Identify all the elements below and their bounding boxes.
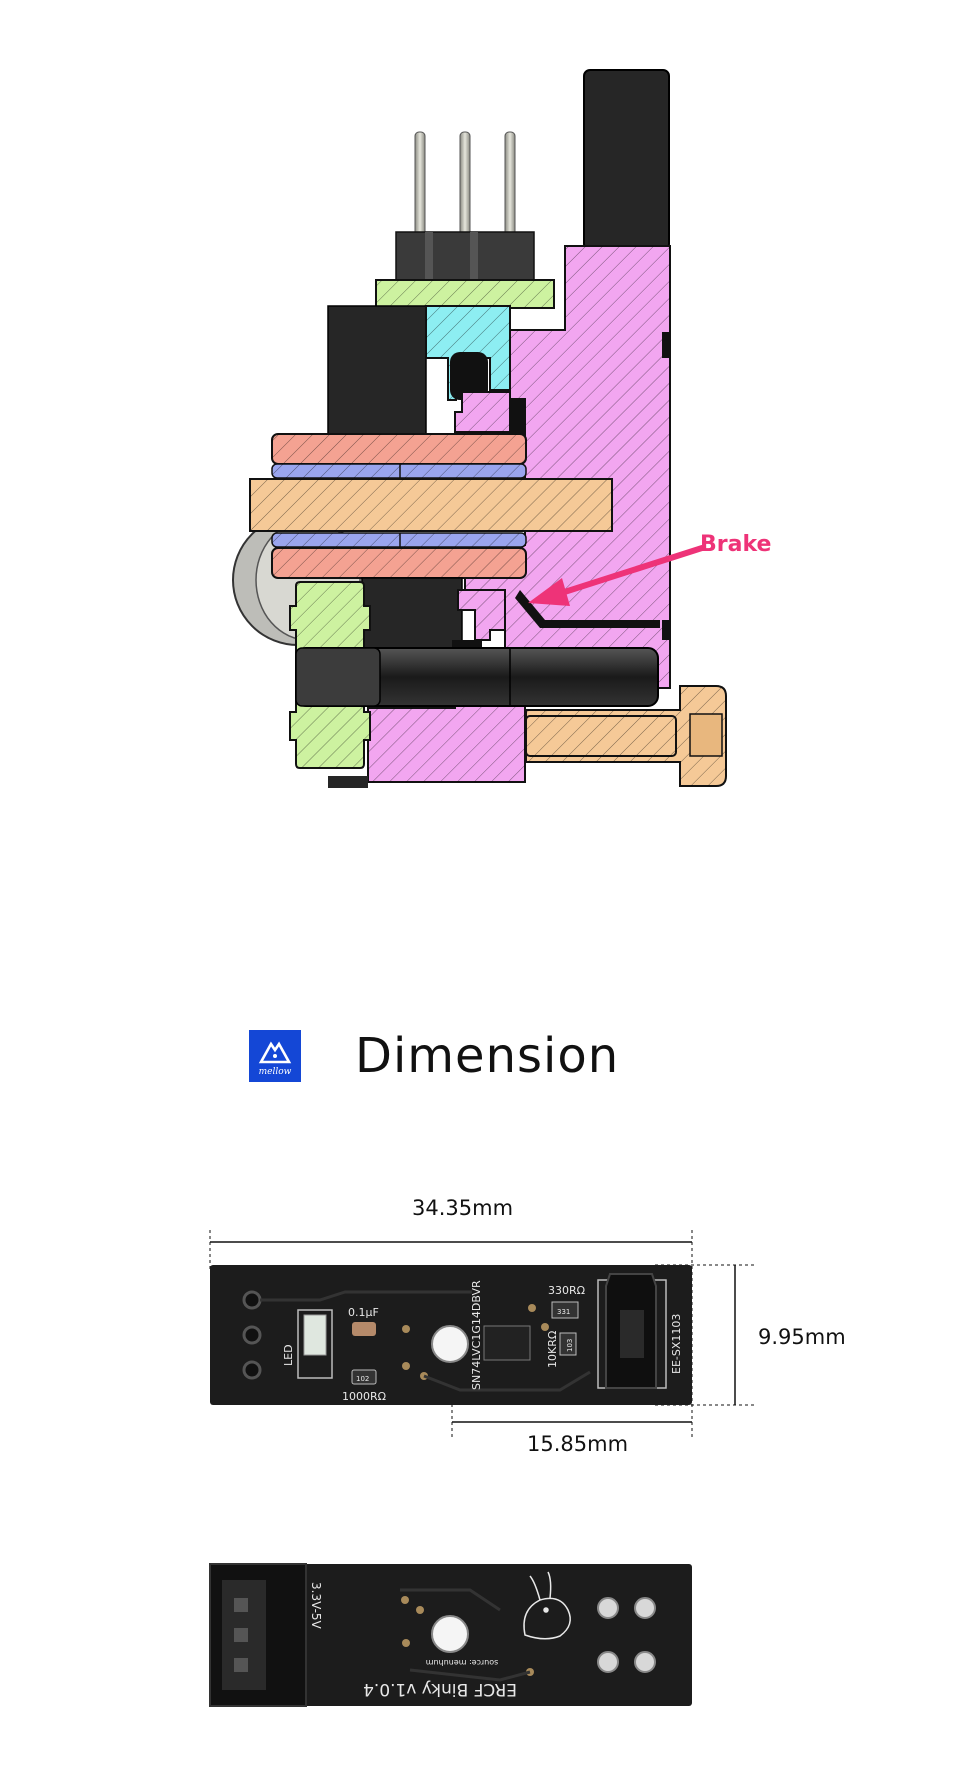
voltage-label: 3.3V-5V [309,1582,323,1630]
top-black-block [583,69,670,251]
res-code1: 102 [356,1375,369,1383]
width-dimension: 34.35mm [412,1196,514,1220]
offset-dimension: 15.85mm [527,1432,629,1456]
cap-label: 0.1µF [348,1306,379,1319]
height-dimension: 9.95mm [758,1325,846,1349]
name-label: ERCF Binky v1.0.4 [363,1679,517,1699]
res-code3: 103 [566,1339,574,1352]
pcb-back-figure: 3.3V-5V ERCF Binky v1.0.4 source: menuhu… [209,1563,692,1707]
led-label: LED [282,1344,295,1366]
source-label: source: menuhum [425,1658,498,1667]
logo-text: mellow [259,1067,292,1077]
rabbit-icon [523,1571,571,1640]
header-pins [395,131,535,283]
res-code2: 331 [557,1308,570,1316]
sensor-label: EE-SX1103 [670,1314,683,1374]
cross-section-diagram: Brake [232,69,771,788]
chip-label: SN74LVC1G14DBVR [470,1280,483,1390]
res2-label: 330RΩ [548,1284,585,1297]
res3-label: 10KRΩ [546,1331,559,1368]
mellow-logo-icon: mellow [249,1030,301,1082]
brake-arrow [528,545,705,606]
dark-block-left [327,305,427,437]
brake-label: Brake [700,532,771,557]
brake-channel [515,590,660,628]
res-label: 1000RΩ [342,1390,386,1403]
section-title: Dimension [355,1028,620,1084]
pcb-front-figure: 0.1µF LED 1000RΩ 102 SN74LVC1G14DBVR 330… [209,1230,755,1438]
